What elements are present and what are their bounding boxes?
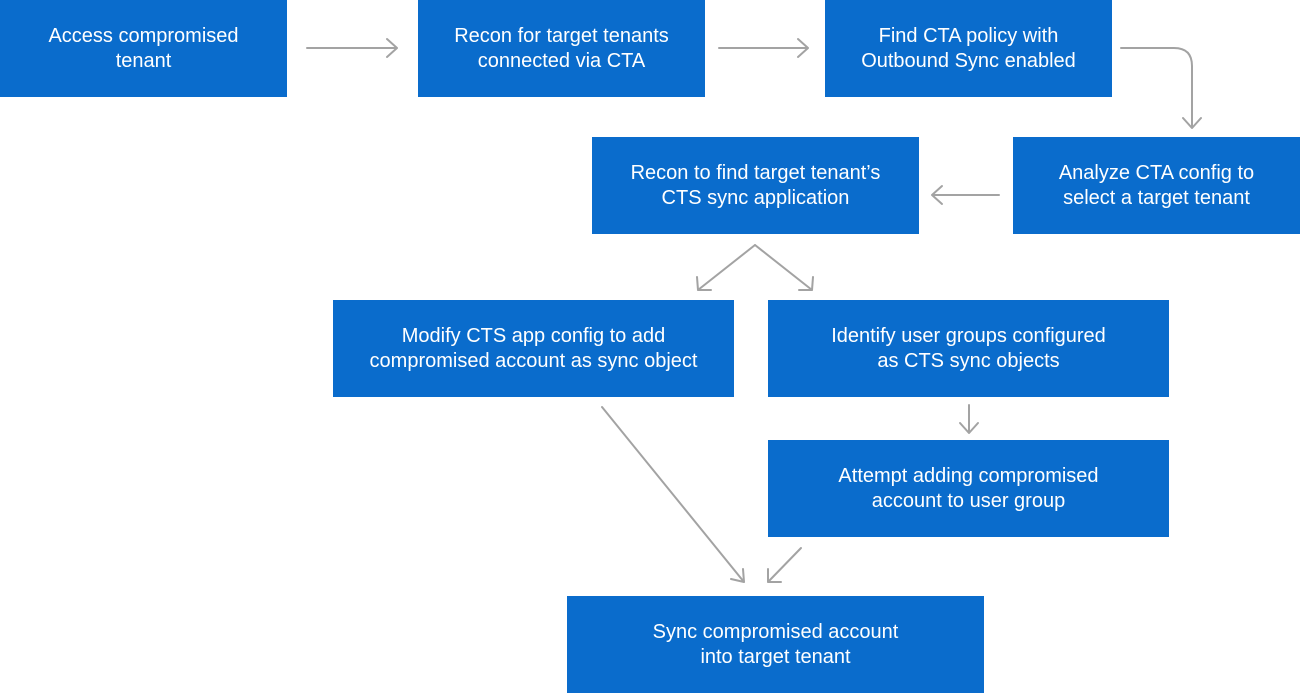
step-label: Access compromised tenant [48,24,239,72]
step-attempt-adding-account: Attempt adding compromised account to us… [768,440,1169,537]
arrow-find-policy-to-analyze-config [1120,47,1202,129]
arrow-modify-app-to-sync-account [601,406,745,583]
arrow-recon-app-to-identify-groups [754,244,814,291]
step-modify-cts-app-config: Modify CTS app config to add compromised… [333,300,734,397]
arrow-recon-tenants-to-find-policy [718,38,809,58]
step-label: Recon to find target tenant’s CTS sync a… [630,161,881,209]
step-label: Sync compromised account into target ten… [652,620,899,668]
step-label: Attempt adding compromised account to us… [838,464,1099,512]
step-label: Identify user groups configured as CTS s… [831,324,1106,372]
arrow-attempt-add-to-sync-account [767,547,802,583]
arrow-identify-groups-to-attempt-add [959,404,979,434]
arrow-access-to-recon-tenants [306,38,398,58]
step-recon-cts-sync-app: Recon to find target tenant’s CTS sync a… [592,137,919,234]
step-analyze-cta-config: Analyze CTA config to select a target te… [1013,137,1300,234]
step-sync-compromised-account: Sync compromised account into target ten… [567,596,984,693]
arrow-analyze-config-to-recon-app [931,185,1000,205]
step-access-compromised-tenant: Access compromised tenant [0,0,287,97]
step-label: Recon for target tenants connected via C… [454,24,669,72]
step-label: Analyze CTA config to select a target te… [1058,161,1255,209]
step-find-cta-policy: Find CTA policy with Outbound Sync enabl… [825,0,1112,97]
step-label: Find CTA policy with Outbound Sync enabl… [861,24,1076,72]
step-recon-target-tenants: Recon for target tenants connected via C… [418,0,705,97]
arrow-recon-app-to-modify-app [696,244,756,291]
step-identify-user-groups: Identify user groups configured as CTS s… [768,300,1169,397]
step-label: Modify CTS app config to add compromised… [369,324,698,372]
